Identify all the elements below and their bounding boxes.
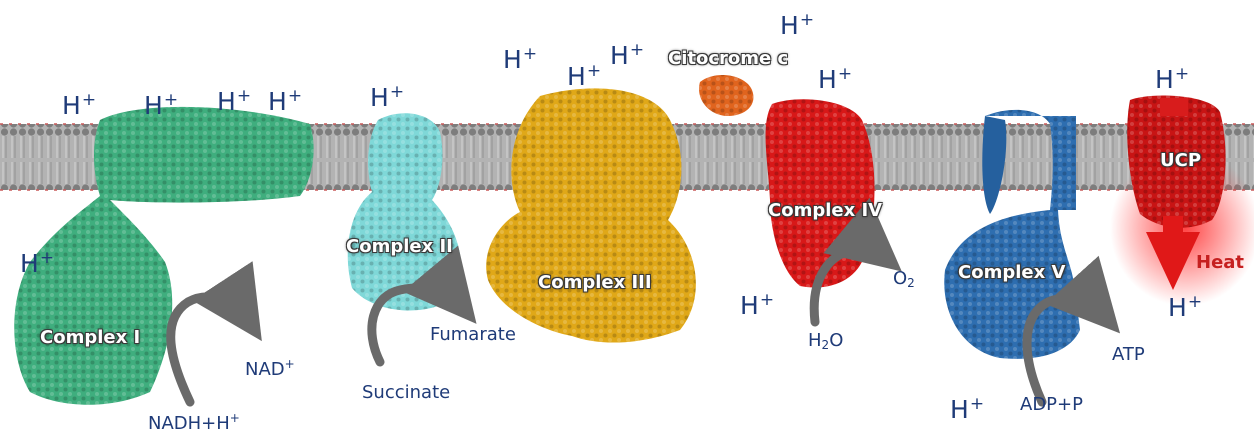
proton-label: H+: [20, 248, 55, 278]
ucp-label: UCP: [1160, 150, 1202, 171]
proton-label: H+: [818, 64, 853, 94]
complex-3-shape: [486, 88, 696, 343]
h2o-label: H2O: [808, 330, 844, 352]
complex-5-label: Complex V: [958, 262, 1066, 283]
o2-label: O2: [893, 268, 915, 290]
cytochrome-c-shape: [699, 75, 754, 116]
proton-label: H+: [268, 86, 303, 116]
proton-label: H+: [144, 90, 179, 120]
proton-label: H+: [62, 90, 97, 120]
complex-1-shape: [14, 106, 314, 405]
nad-label: NAD+: [245, 357, 295, 380]
proton-label: H+: [780, 10, 815, 40]
proton-label: H+: [950, 394, 985, 424]
reaction-arrows: [166, 197, 1121, 407]
fumarate-label: Fumarate: [430, 324, 516, 345]
complex-4-label: Complex IV: [768, 200, 883, 221]
complex-4-shape: [765, 99, 875, 288]
complex-1-label: Complex I: [40, 327, 141, 348]
complex-3-label: Complex III: [538, 272, 652, 293]
ucp-shape: [1110, 95, 1254, 306]
proton-label: H+: [370, 82, 405, 112]
cytochrome-c-label: Citocrome c: [668, 48, 789, 69]
proton-label: H+: [1168, 292, 1203, 322]
proton-label: H+: [567, 61, 602, 91]
heat-label: Heat: [1196, 252, 1245, 273]
proton-label: H+: [217, 86, 252, 116]
proton-label: H+: [610, 40, 645, 70]
nadh-label: NADH+H+: [148, 411, 240, 434]
complex-2-label: Complex II: [346, 236, 453, 257]
proton-label: H+: [740, 290, 775, 320]
proton-label: H+: [503, 44, 538, 74]
succinate-label: Succinate: [362, 382, 451, 403]
atp-label: ATP: [1112, 344, 1145, 365]
proton-label: H+: [1155, 64, 1190, 94]
adp-label: ADP+P: [1020, 394, 1083, 415]
